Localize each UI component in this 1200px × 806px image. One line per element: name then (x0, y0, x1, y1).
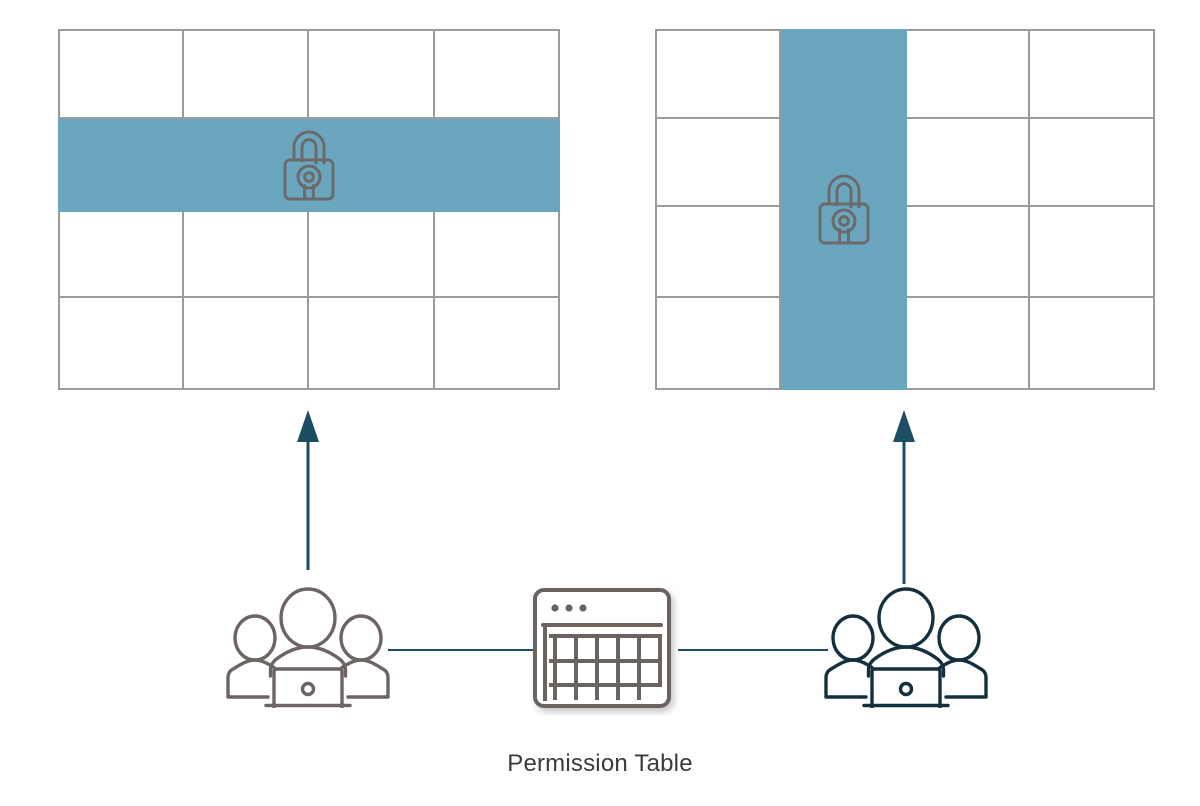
grid-cell (184, 298, 309, 388)
grid-cell (657, 119, 781, 207)
left-arrow-up (292, 408, 324, 570)
grid-cell (906, 119, 1030, 207)
left-permission-grid[interactable] (58, 29, 560, 390)
grid-cell (60, 210, 184, 298)
row-highlight-band[interactable] (58, 119, 560, 212)
inactive-user-group-icon[interactable] (222, 586, 394, 712)
grid-cell (1030, 119, 1153, 207)
grid-cell (906, 298, 1030, 388)
grid-cell (184, 210, 309, 298)
grid-cell (657, 298, 781, 388)
grid-cell (435, 31, 558, 119)
permission-table-caption: Permission Table (507, 750, 693, 777)
grid-cell (906, 31, 1030, 119)
right-connector-line (678, 649, 828, 651)
grid-cell (60, 298, 184, 388)
grid-cell (309, 298, 435, 388)
grid-cell (1030, 31, 1153, 119)
grid-cell (435, 298, 558, 388)
grid-cell (1030, 298, 1153, 388)
grid-cell (657, 31, 781, 119)
grid-cell (309, 31, 435, 119)
grid-cell (60, 31, 184, 119)
grid-cell (1030, 207, 1153, 298)
right-arrow-up (888, 408, 920, 584)
grid-cell (906, 207, 1030, 298)
grid-cell (435, 210, 558, 298)
active-user-group-icon[interactable] (820, 586, 992, 712)
grid-cell (309, 210, 435, 298)
left-connector-line (388, 649, 536, 651)
grid-cell (184, 31, 309, 119)
spreadsheet-window-icon[interactable] (529, 584, 681, 716)
right-permission-grid[interactable] (655, 29, 1155, 390)
grid-cell (657, 207, 781, 298)
column-highlight-band[interactable] (781, 29, 907, 390)
